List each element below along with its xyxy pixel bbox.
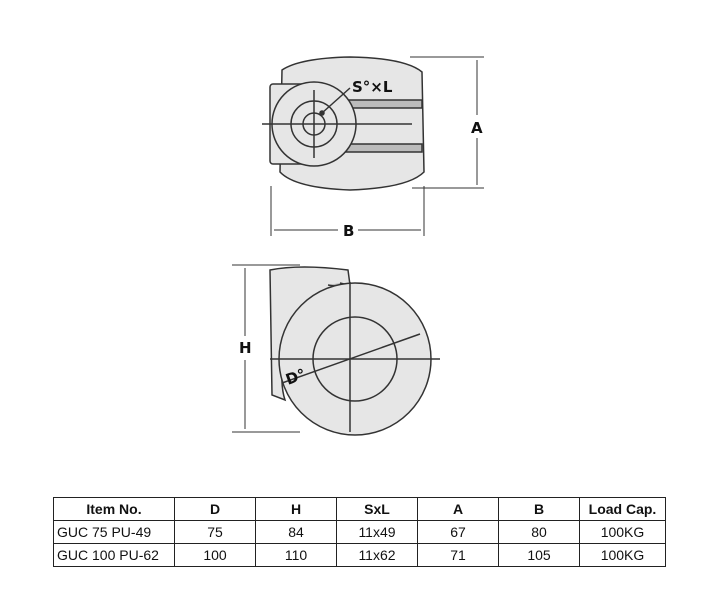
- dimension-d-label: D°: [283, 365, 308, 389]
- header-sxl: SxL: [336, 497, 418, 521]
- cell-h: 84: [255, 520, 337, 544]
- side-view: [269, 266, 440, 436]
- dimension-lines-side: [232, 264, 300, 433]
- specification-table: Item No. D H SxL A B Load Cap. GUC 75 PU…: [53, 497, 666, 567]
- cell-h: 110: [255, 543, 337, 567]
- table-row: GUC 100 PU-62 100 110 11x62 71 105 100KG: [53, 543, 666, 567]
- header-load-cap: Load Cap.: [579, 497, 666, 521]
- cell-sxl: 11x49: [336, 520, 418, 544]
- header-a: A: [417, 497, 499, 521]
- cell-d: 100: [174, 543, 256, 567]
- dimension-a-label: A: [471, 119, 483, 137]
- dimension-h-label: H: [239, 339, 252, 357]
- table-row: GUC 75 PU-49 75 84 11x49 67 80 100KG: [53, 520, 666, 544]
- header-d: D: [174, 497, 256, 521]
- dimension-b-label: B: [343, 222, 354, 240]
- cell-a: 67: [417, 520, 499, 544]
- header-b: B: [498, 497, 580, 521]
- top-view: [262, 56, 425, 191]
- cell-b: 80: [498, 520, 580, 544]
- cell-item-no: GUC 75 PU-49: [53, 520, 175, 544]
- dimension-lines-top: [270, 56, 484, 236]
- caster-technical-drawing: S°×L A B H D°: [232, 56, 484, 436]
- shaft-size-label: S°×L: [352, 78, 393, 96]
- cell-sxl: 11x62: [336, 543, 418, 567]
- cell-b: 105: [498, 543, 580, 567]
- cell-load-cap: 100KG: [579, 520, 666, 544]
- cell-load-cap: 100KG: [579, 543, 666, 567]
- cell-d: 75: [174, 520, 256, 544]
- header-item-no: Item No.: [53, 497, 175, 521]
- cell-a: 71: [417, 543, 499, 567]
- table-header-row: Item No. D H SxL A B Load Cap.: [53, 497, 666, 521]
- header-h: H: [255, 497, 337, 521]
- cell-item-no: GUC 100 PU-62: [53, 543, 175, 567]
